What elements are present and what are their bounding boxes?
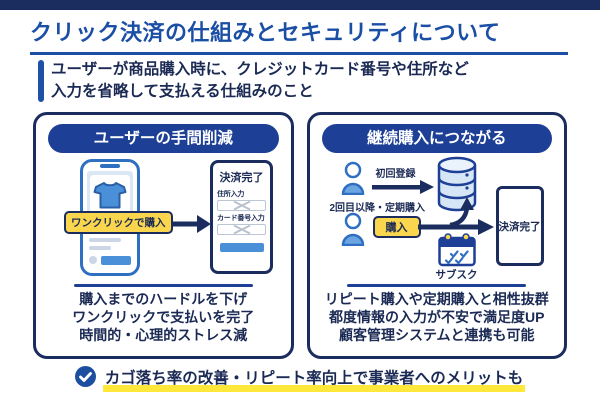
panel-left-divider <box>73 284 253 287</box>
x-mark-icon <box>233 221 251 239</box>
panel-left-summary: 購入までのハードルを下げ ワンクリックで支払いを完了 時間的・心理的ストレス減 <box>44 291 283 344</box>
pay-button[interactable] <box>219 243 264 252</box>
subscription-label: サブスク <box>435 269 478 281</box>
panel-right-header: 継続購入につながる <box>321 124 552 153</box>
subtitle-accent-bar <box>38 60 44 102</box>
page-title: クリック決済の仕組みとセキュリティについて <box>30 15 568 55</box>
check-circle-icon <box>74 366 96 392</box>
summary-line: 都度情報の入力が不安で満足度UP <box>329 308 545 325</box>
address-input-skipped <box>217 200 266 211</box>
panel-left-illustration: ワンクリックで購入 決済完了 住所入力 <box>44 155 283 283</box>
first-registration-label: 初回登録 <box>375 169 416 180</box>
checkout-screen: 決済完了 住所入力 カード番号入力 <box>210 160 273 274</box>
placeholder-line <box>89 238 121 242</box>
curved-arrow-up-icon <box>448 197 478 232</box>
buy-button[interactable]: 購入 <box>372 216 421 238</box>
panel-right-summary: リピート購入や定期購入と相性抜群 都度情報の入力が不安で満足度UP 顧客管理シス… <box>318 291 557 344</box>
database-icon <box>436 155 478 218</box>
summary-line: 顧客管理システムと連携も可能 <box>338 326 535 343</box>
placeholder-avatar-dot <box>89 256 97 264</box>
repeat-purchase-label: 2回目以降・定期購入 <box>329 203 426 214</box>
panel-left-header: ユーザーの手間削減 <box>48 124 279 153</box>
one-click-buy-badge[interactable]: ワンクリックで購入 <box>64 211 173 234</box>
panels-row: ユーザーの手間削減 <box>33 112 567 359</box>
summary-line: ワンクリックで支払いを完了 <box>72 308 255 325</box>
summary-line: 時間的・心理的ストレス減 <box>79 326 248 343</box>
arrow-right-icon <box>371 180 434 199</box>
tshirt-icon <box>93 181 127 214</box>
placeholder-line <box>89 246 111 250</box>
footer-banner: カゴ落ち率の改善・リピート率向上で事業者へのメリットも <box>0 366 600 392</box>
subtitle-line-1: ユーザーが商品購入時に、クレジットカード番号や住所など <box>51 61 469 78</box>
payment-complete-box: 決済完了 <box>495 186 544 266</box>
card-input-skipped <box>217 224 266 235</box>
user-icon <box>340 212 366 251</box>
panel-right-divider <box>347 284 527 287</box>
panel-right-illustration: 初回登録 <box>318 155 557 283</box>
placeholder-button <box>101 256 131 265</box>
checkout-complete-label: 決済完了 <box>219 172 264 184</box>
footer-highlight-text: カゴ落ち率の改善・リピート率向上で事業者へのメリットも <box>102 366 526 392</box>
address-input-label: 住所入力 <box>217 191 245 198</box>
card-number-input-label: カード番号入力 <box>217 215 265 222</box>
arrow-right-icon <box>417 219 494 240</box>
arrow-right-icon <box>173 215 211 238</box>
phone-notch <box>100 164 120 168</box>
page-subtitle: ユーザーが商品購入時に、クレジットカード番号や住所など 入力を省略して支払える仕… <box>38 59 469 103</box>
user-icon <box>340 161 366 200</box>
subtitle-line-2: 入力を省略して支払える仕組みのこと <box>51 83 314 100</box>
top-accent-bar <box>0 0 600 10</box>
summary-line: リピート購入や定期購入と相性抜群 <box>324 291 549 307</box>
panel-user-effort: ユーザーの手間削減 <box>33 112 294 359</box>
calendar-icon <box>437 233 476 272</box>
x-mark-icon <box>233 197 251 215</box>
summary-line: 購入までのハードルを下げ <box>79 291 248 307</box>
panel-repeat-purchase: 継続購入につながる 初回登録 <box>306 112 567 359</box>
